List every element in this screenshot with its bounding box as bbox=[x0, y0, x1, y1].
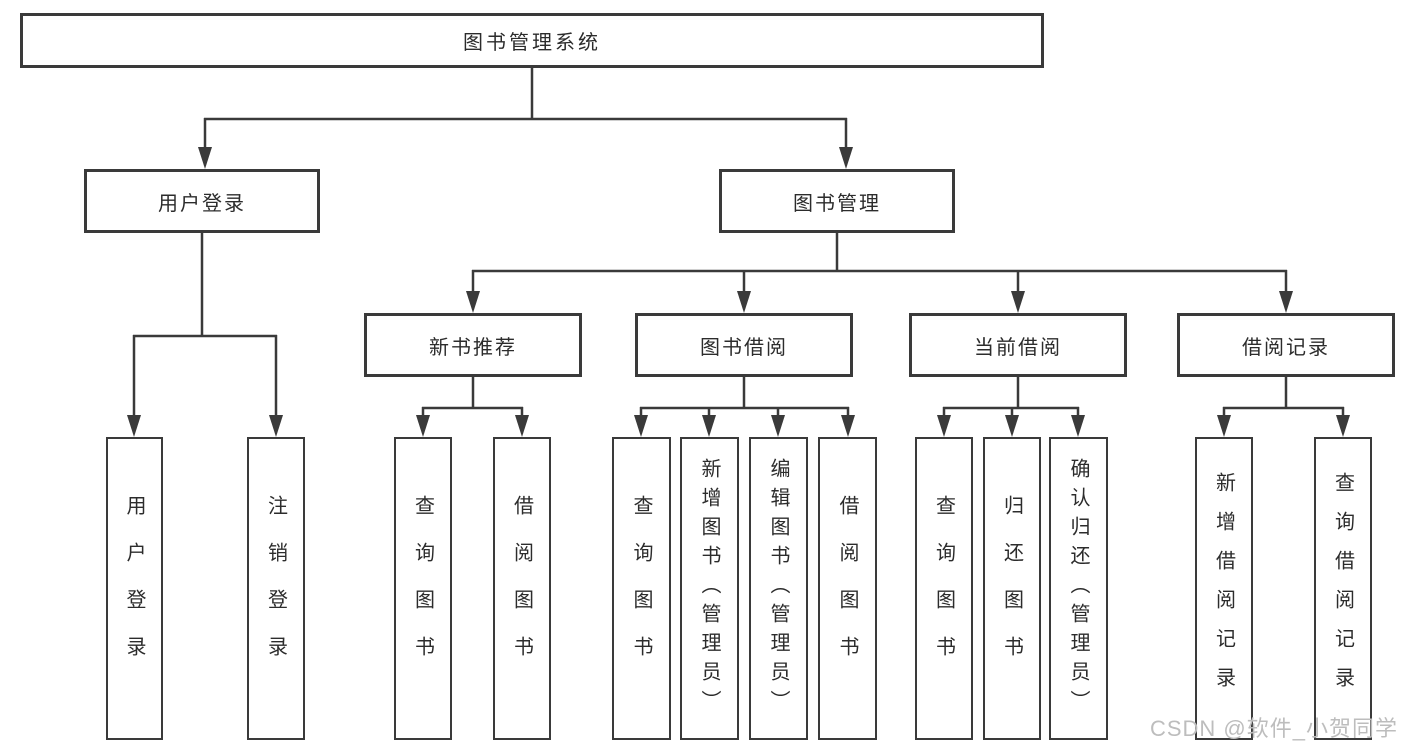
watermark-text: CSDN @软件_小贺同学 bbox=[1149, 716, 1398, 741]
node-return-book: 归还图书 bbox=[983, 437, 1041, 740]
node-query-books-2: 查询图书 bbox=[612, 437, 671, 740]
node-book-borrow: 图书借阅 bbox=[635, 313, 853, 377]
node-logout: 注销登录 bbox=[247, 437, 305, 740]
node-query-borrow-record: 查询借阅记录 bbox=[1314, 437, 1372, 740]
node-confirm-return-admin: 确认归还（管理员） bbox=[1049, 437, 1108, 740]
node-add-book-admin: 新增图书（管理员） bbox=[680, 437, 739, 740]
node-new-book-recommend: 新书推荐 bbox=[364, 313, 582, 377]
node-edit-book-admin: 编辑图书（管理员） bbox=[749, 437, 808, 740]
node-book-management: 图书管理 bbox=[719, 169, 955, 233]
node-user-login: 用户登录 bbox=[84, 169, 320, 233]
node-add-borrow-record: 新增借阅记录 bbox=[1195, 437, 1253, 740]
node-borrow-books-2: 借阅图书 bbox=[818, 437, 877, 740]
node-query-books-3: 查询图书 bbox=[915, 437, 973, 740]
node-current-borrow: 当前借阅 bbox=[909, 313, 1127, 377]
node-user-login-leaf: 用户登录 bbox=[106, 437, 163, 740]
node-borrow-books-1: 借阅图书 bbox=[493, 437, 551, 740]
node-library-system: 图书管理系统 bbox=[20, 13, 1044, 68]
node-query-books-1: 查询图书 bbox=[394, 437, 452, 740]
node-borrow-records: 借阅记录 bbox=[1177, 313, 1395, 377]
